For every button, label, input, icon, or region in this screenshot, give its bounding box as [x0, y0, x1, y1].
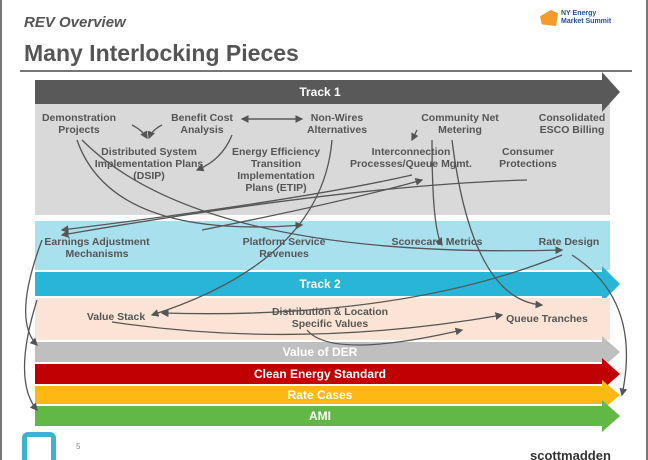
logo-text-1: NY Energy — [561, 10, 597, 17]
connector-lines — [23, 115, 628, 411]
footer-logo-icon — [22, 432, 56, 460]
title-divider — [20, 70, 632, 72]
non-wires-alternatives: Non-Wires Alternatives — [306, 112, 368, 136]
track2-arrow — [35, 266, 620, 302]
distribution-location-values: Distribution & Location Specific Values — [271, 306, 389, 330]
slide-title: Many Interlocking Pieces — [24, 40, 299, 66]
track2-label: Track 2 — [299, 277, 341, 291]
value-of-der-arrow — [35, 336, 620, 368]
rate-design: Rate Design — [538, 236, 600, 248]
consumer-protections: Consumer Protections — [499, 146, 557, 170]
earnings-adjustment-mechanisms: Earnings Adjustment Mechanisms — [44, 236, 150, 260]
interconnection-processes: Interconnection Processes/Queue Mgmt. — [350, 146, 472, 170]
benefit-cost-analysis: Benefit Cost Analysis — [171, 112, 233, 136]
page-number: 5 — [76, 442, 81, 451]
ami-label: AMI — [309, 409, 331, 423]
value-stack: Value Stack — [86, 311, 146, 323]
brand-name: scottmadden — [530, 448, 611, 460]
community-net-metering: Community Net Metering — [421, 112, 499, 136]
track2-region — [35, 221, 610, 270]
value-of-der-label: Value of DER — [282, 345, 358, 359]
rate-cases-label: Rate Cases — [287, 388, 353, 402]
rate-cases-arrow — [35, 380, 620, 410]
track1-label: Track 1 — [299, 85, 341, 99]
scorecard-metrics: Scorecard Metrics — [391, 236, 483, 248]
demonstration-projects: Demonstration Projects — [41, 112, 117, 136]
queue-tranches: Queue Tranches — [506, 313, 588, 325]
clean-energy-label: Clean Energy Standard — [253, 367, 387, 381]
track1-arrow — [35, 72, 620, 112]
ami-arrow — [35, 400, 620, 432]
consolidated-esco-billing: Consolidated ESCO Billing — [538, 112, 606, 136]
etip: Energy Efficiency Transition Implementat… — [231, 146, 321, 194]
ny-state-icon — [540, 10, 558, 26]
der-region — [35, 298, 610, 340]
slide-subtitle: REV Overview — [24, 14, 126, 31]
clean-energy-arrow — [35, 358, 620, 390]
platform-service-revenues: Platform Service Revenues — [242, 236, 326, 260]
logo-text-2: Market Summit — [561, 18, 612, 25]
dsip: Distributed System Implementation Plans … — [94, 146, 204, 182]
